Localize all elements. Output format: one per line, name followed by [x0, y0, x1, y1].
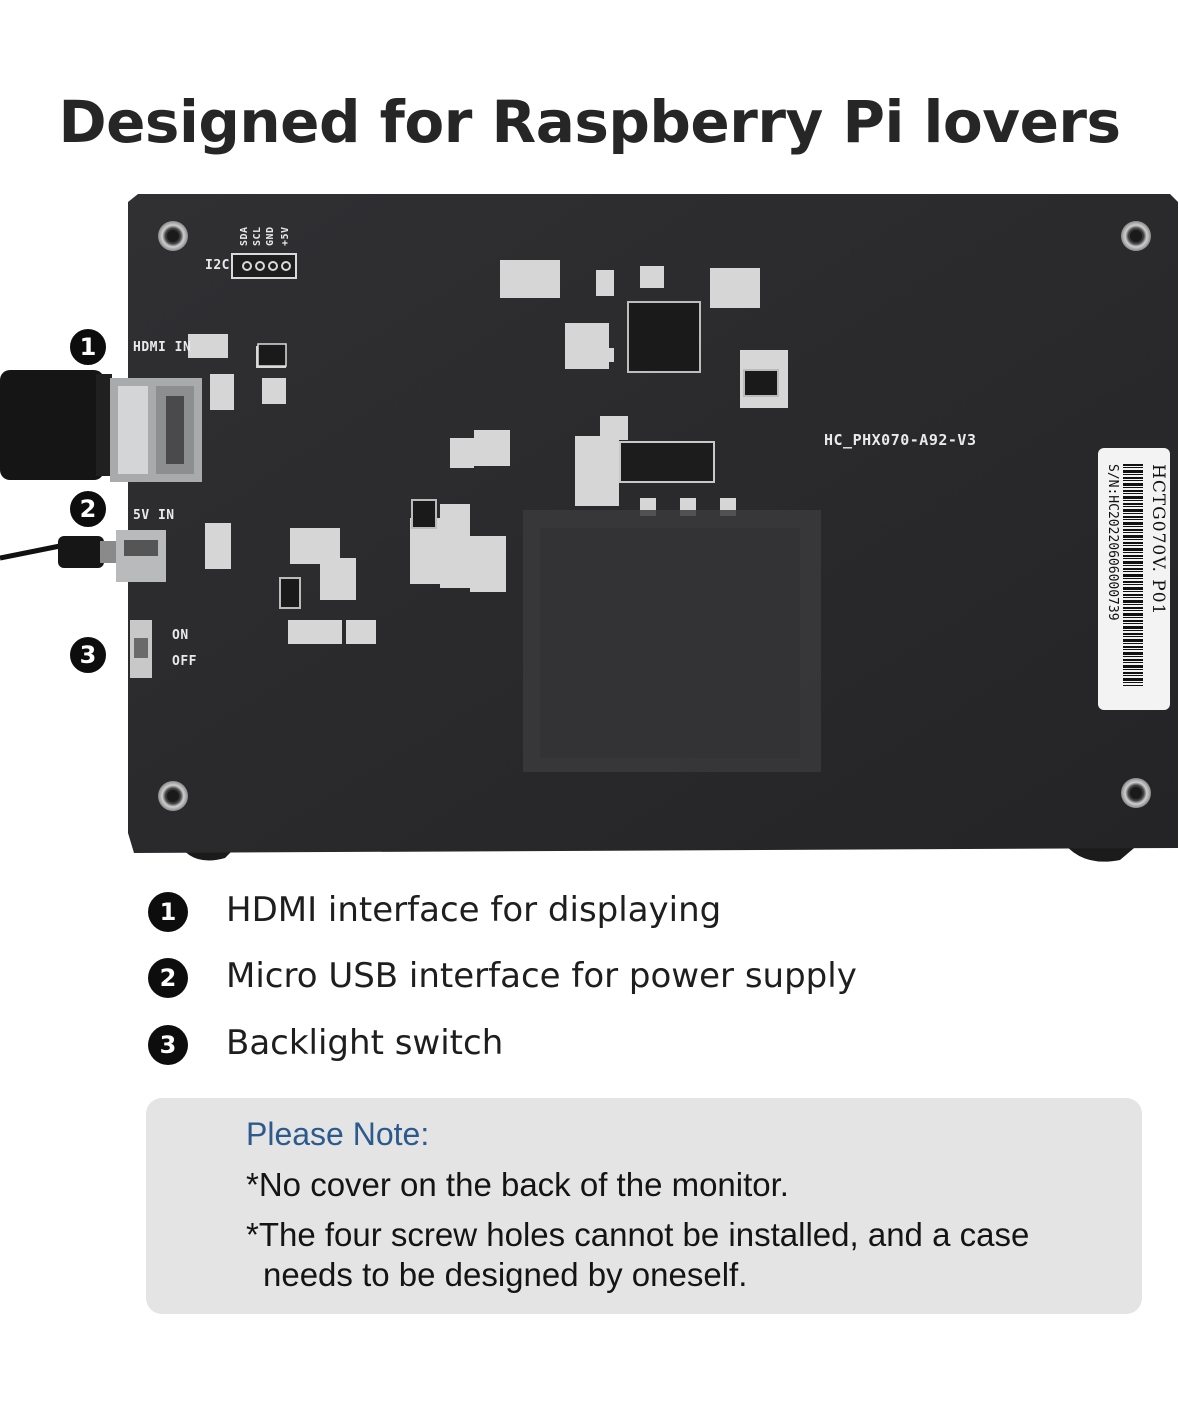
sticker-model: HCTG070V. P01	[1148, 464, 1168, 616]
backlight-switch	[130, 620, 152, 678]
note-line: needs to be designed by oneself.	[263, 1256, 748, 1293]
silk-hdmi-in: HDMI IN	[133, 340, 192, 355]
board-illustration	[0, 194, 1178, 862]
hdmi-port	[110, 378, 202, 482]
callout-3: 3	[67, 634, 109, 676]
silk-switch-off: OFF	[172, 654, 197, 669]
feature-badge-2: 2	[148, 958, 188, 998]
feature-text: HDMI interface for displaying	[226, 890, 722, 930]
feature-badge-1: 1	[148, 892, 188, 932]
screw-hole-bottom-left	[158, 781, 188, 811]
usb-cable	[0, 536, 118, 568]
sticker-serial: S/N:HC20220606000739	[1105, 464, 1120, 621]
note-title: Please Note:	[246, 1116, 430, 1152]
silk-5v-in: 5V IN	[133, 508, 175, 523]
serial-sticker: HCTG070V. P01 S/N:HC20220606000739	[1098, 448, 1170, 710]
ic-chips	[257, 301, 779, 609]
note-box: Please Note: *No cover on the back of th…	[146, 1098, 1142, 1314]
board-photo: I2C SDA SCL GND +5V HDMI IN 5V IN ON OFF…	[0, 188, 1179, 878]
feature-item: 3 Backlight switch	[148, 1019, 1048, 1067]
silk-i2c-pin-gnd: GND	[265, 226, 276, 246]
feature-text: Backlight switch	[226, 1023, 504, 1063]
silk-switch-on: ON	[172, 628, 189, 643]
feature-item: 2 Micro USB interface for power supply	[148, 952, 1048, 1000]
screw-hole-bottom-right	[1121, 778, 1151, 808]
micro-usb-port	[116, 530, 166, 582]
screw-hole-top-left	[158, 221, 188, 251]
screw-hole-top-right	[1121, 221, 1151, 251]
barcode-icon	[1123, 464, 1143, 686]
callout-1: 1	[67, 326, 109, 368]
feature-item: 1 HDMI interface for displaying	[148, 886, 1048, 934]
hdmi-cable	[0, 370, 112, 480]
silk-i2c-pin-sda: SDA	[239, 226, 250, 246]
note-line: *No cover on the back of the monitor.	[246, 1166, 789, 1203]
silk-i2c: I2C	[205, 258, 230, 273]
callout-2: 2	[67, 488, 109, 530]
note-line: *The four screw holes cannot be installe…	[246, 1216, 1030, 1253]
i2c-connector	[231, 253, 297, 279]
feature-text: Micro USB interface for power supply	[226, 956, 857, 996]
headline: Designed for Raspberry Pi lovers	[58, 88, 1121, 156]
feature-badge-3: 3	[148, 1025, 188, 1065]
silk-i2c-pin-scl: SCL	[252, 226, 263, 246]
silk-board-model: HC_PHX070-A92-V3	[824, 431, 977, 449]
silk-i2c-pin-5v: +5V	[280, 226, 291, 246]
